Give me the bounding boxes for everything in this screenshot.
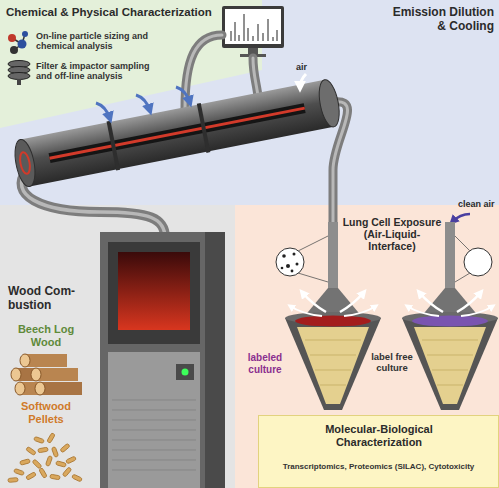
method-label: Filter & impactor sampling and off-line … (36, 61, 156, 82)
characterization-panel: Chemical & Physical CharacterizationOn-l… (0, 0, 262, 130)
tunnel-inlet-ring (18, 151, 31, 174)
air-label: clean air (458, 199, 498, 209)
panel-heading: Wood Com- bustion (8, 285, 78, 313)
fuel-label: Softwood Pellets (12, 400, 80, 425)
panel-heading: Molecular-Biological Characterization (304, 423, 454, 448)
culture-label: labeled culture (238, 352, 292, 375)
dilution-panel: Emission Dilution & Cooling (262, 0, 499, 205)
tunnel-end (12, 138, 39, 189)
exposure-panel: Lung Cell Exposure (Air-Liquid-Interface… (235, 205, 499, 488)
method-label: On-line particle sizing and chemical ana… (36, 31, 156, 52)
combustion-panel: Wood Com- bustionBeech Log WoodSoftwood … (0, 205, 235, 488)
panel-heading: Lung Cell Exposure (Air-Liquid-Interface… (342, 216, 442, 252)
analysis-box: Molecular-Biological CharacterizationTra… (258, 415, 499, 488)
panel-heading: Chemical & Physical Characterization (6, 6, 218, 19)
fuel-label: Beech Log Wood (17, 323, 75, 348)
air-label: air (296, 62, 320, 72)
culture-label: label free culture (364, 352, 420, 374)
method-list: Transcriptomics, Proteomics (SILAC), Cyt… (262, 462, 495, 471)
panel-heading: Emission Dilution & Cooling (382, 6, 494, 34)
